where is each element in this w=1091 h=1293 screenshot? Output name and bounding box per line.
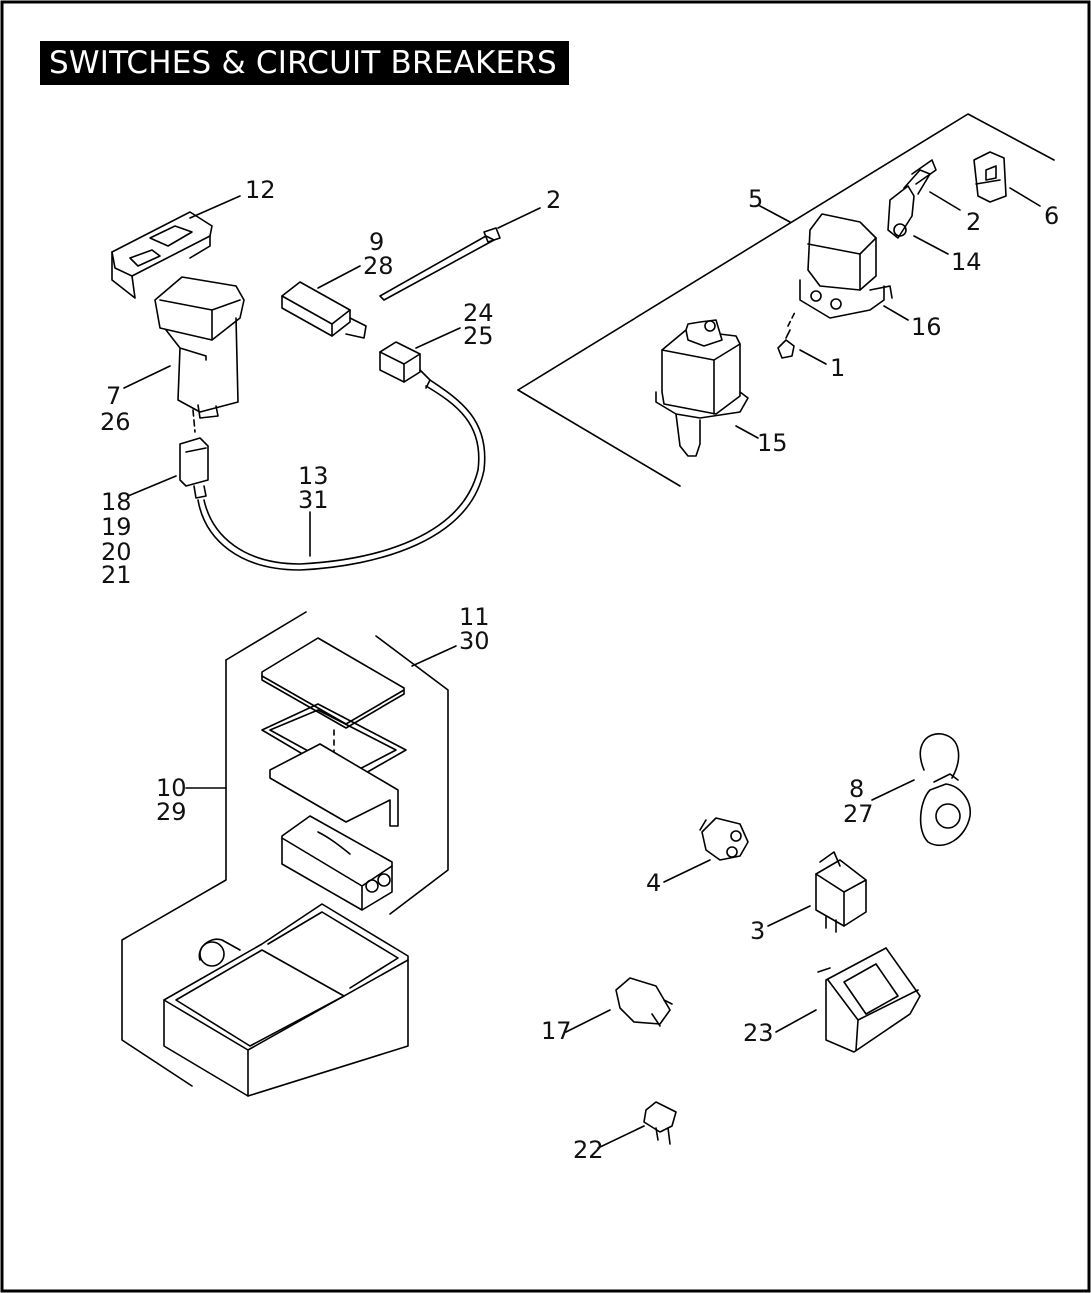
callout-31: 31	[298, 486, 329, 514]
part-2-cable-strap	[379, 207, 541, 301]
callout-11: 11	[459, 603, 490, 631]
part-module-body	[281, 815, 393, 977]
callout-7: 7	[106, 382, 122, 410]
callout-9: 9	[369, 228, 385, 256]
callout-19: 19	[101, 513, 132, 541]
part-module-box	[163, 903, 409, 1097]
part-22-fuse	[597, 1101, 677, 1149]
part-10-module-frame	[121, 611, 307, 1087]
callout-5: 5	[748, 185, 764, 213]
callout-30: 30	[459, 627, 490, 655]
part-14-clip	[887, 169, 949, 255]
callout-26: 26	[100, 408, 131, 436]
callout-20: 20	[101, 538, 132, 566]
callout-2-right: 2	[966, 208, 982, 236]
callout-13: 13	[298, 462, 329, 490]
callout-3: 3	[750, 917, 766, 945]
part-6-bracket	[973, 151, 1041, 207]
part-18-connector	[127, 437, 209, 499]
callout-8: 8	[849, 775, 865, 803]
part-9-plug	[281, 265, 367, 339]
callout-29: 29	[156, 798, 187, 826]
part-module-plate	[269, 743, 399, 827]
part-15-ignition-module	[655, 319, 759, 457]
callout-17: 17	[541, 1017, 572, 1045]
callout-12: 12	[245, 176, 276, 204]
callout-23: 23	[743, 1019, 774, 1047]
part-3-relay	[767, 851, 867, 933]
part-1-screw	[777, 329, 827, 365]
callout-14: 14	[951, 248, 982, 276]
part-7-switch-housing	[123, 276, 245, 433]
callout-22: 22	[573, 1136, 604, 1164]
callout-25: 25	[463, 322, 494, 350]
callout-18: 18	[101, 488, 132, 516]
callout-28: 28	[363, 252, 394, 280]
callout-2-left: 2	[546, 186, 562, 214]
part-4-switch	[663, 817, 749, 883]
callout-6: 6	[1044, 202, 1060, 230]
callout-15: 15	[757, 429, 788, 457]
part-17-sensor	[565, 977, 673, 1033]
part-11-module-frame	[375, 635, 457, 915]
part-8-key-fob	[871, 733, 971, 847]
callout-24: 24	[463, 299, 494, 327]
callout-10: 10	[156, 774, 187, 802]
part-23-fuse-holder	[775, 947, 921, 1053]
callout-21: 21	[101, 561, 132, 589]
callout-27: 27	[843, 800, 874, 828]
panel-outline	[517, 113, 1055, 487]
part-13-harness	[197, 379, 486, 571]
title-bar	[40, 41, 569, 85]
callout-4: 4	[646, 869, 662, 897]
callout-1: 1	[830, 354, 846, 382]
part-module-cover	[261, 637, 405, 729]
callout-16: 16	[911, 313, 942, 341]
part-24-connector	[379, 327, 461, 389]
part-2-cable-strap-right	[911, 159, 961, 211]
page-title: SWITCHES & CIRCUIT BREAKERS	[49, 45, 557, 81]
part-16-circuit-breaker	[787, 213, 909, 327]
part-12-bracket	[111, 195, 241, 299]
